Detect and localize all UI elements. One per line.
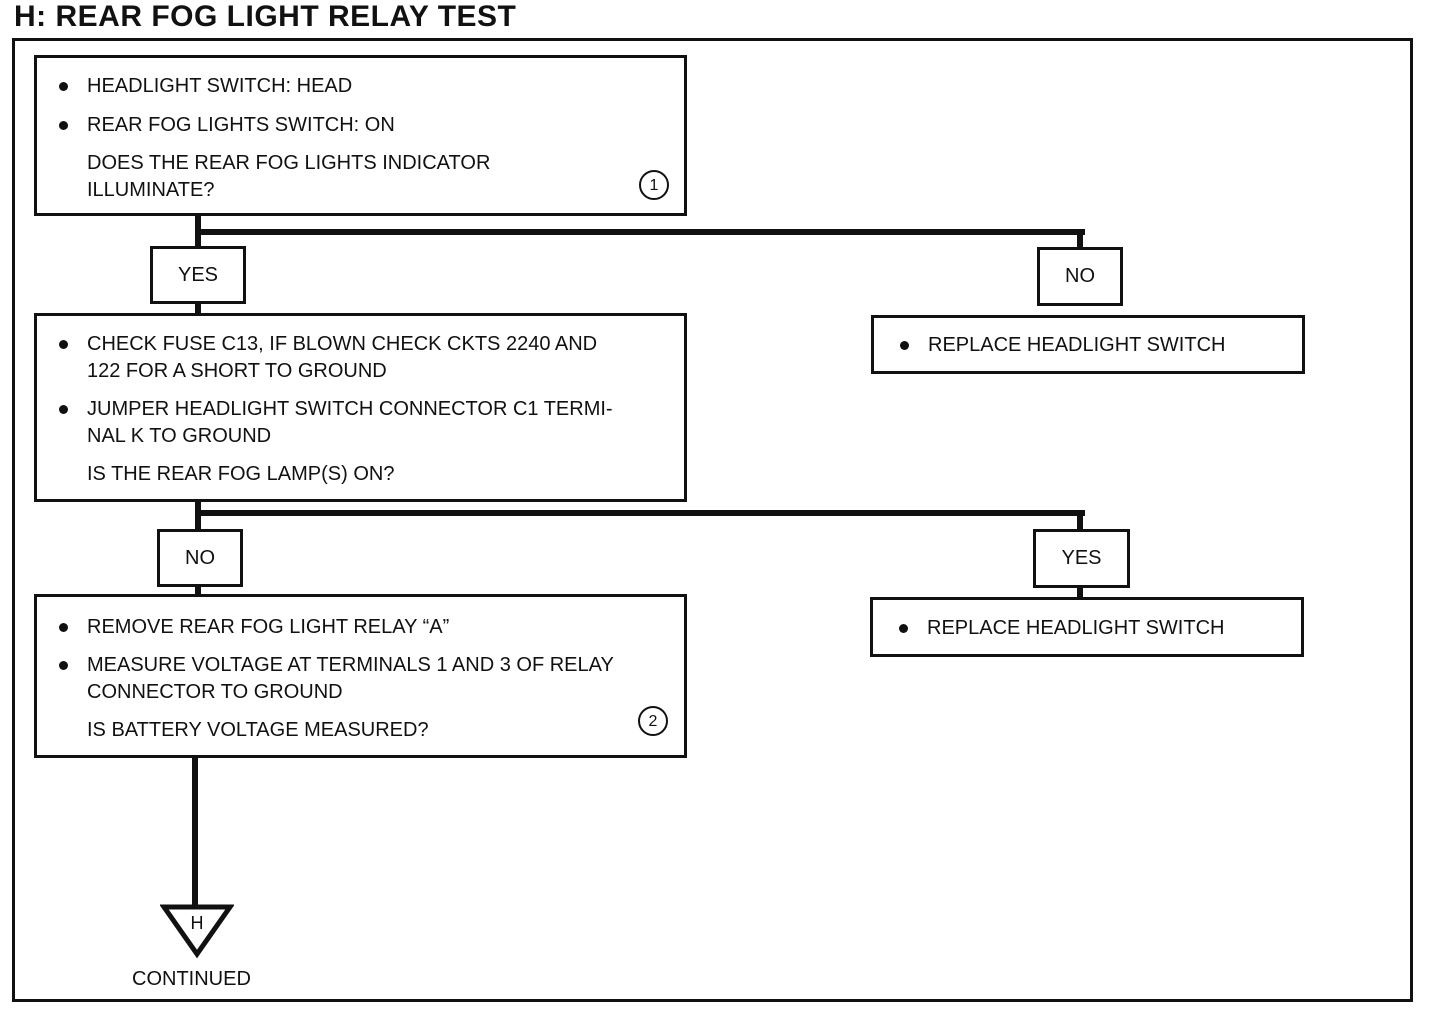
connector-line — [195, 229, 1085, 235]
diagram-frame — [12, 38, 1413, 1002]
step2-yes-action-text: REPLACE HEADLIGHT SWITCH — [899, 615, 1283, 642]
continuation-symbol: H — [191, 913, 204, 933]
connector-line — [195, 302, 201, 316]
connector-line — [195, 583, 201, 597]
step2-bullet-2-line2: NAL K TO GROUND — [87, 425, 272, 447]
step2-bullet-1-line1: CHECK FUSE C13, IF BLOWN CHECK CKTS 2240… — [59, 331, 666, 358]
step3-bullet-2-line2: CONNECTOR TO GROUND — [87, 681, 343, 703]
connector-line — [195, 510, 1085, 516]
step1-question-line1: DOES THE REAR FOG LIGHTS INDICATOR — [87, 152, 491, 174]
step2-yes-action-box: REPLACE HEADLIGHT SWITCH — [870, 597, 1304, 657]
step2-question: IS THE REAR FOG LAMP(S) ON? — [87, 463, 395, 485]
connector-line — [195, 500, 201, 532]
step3-bullet-2-line1: MEASURE VOLTAGE AT TERMINALS 1 AND 3 OF … — [59, 652, 666, 679]
step1-bullet-1: HEADLIGHT SWITCH: HEAD — [59, 73, 666, 100]
branch1-no-label: NO — [1037, 247, 1123, 306]
step1-ref-circle: 1 — [639, 170, 669, 200]
step3-ref-circle: 2 — [638, 706, 668, 736]
step3-box: REMOVE REAR FOG LIGHT RELAY “A” MEASURE … — [34, 594, 687, 758]
step1-bullet-2: REAR FOG LIGHTS SWITCH: ON — [59, 112, 666, 139]
step1-no-action-box: REPLACE HEADLIGHT SWITCH — [871, 315, 1305, 374]
step2-bullet-2-line1: JUMPER HEADLIGHT SWITCH CONNECTOR C1 TER… — [59, 396, 666, 423]
continued-label: CONTINUED — [132, 968, 251, 990]
branch2-yes-label: YES — [1033, 529, 1130, 588]
connector-line — [1077, 510, 1083, 532]
connector-line — [1077, 585, 1083, 600]
connector-line — [1077, 229, 1083, 249]
branch1-yes-label: YES — [150, 246, 246, 304]
continuation-triangle-icon: H — [160, 904, 234, 959]
step1-question-line2: ILLUMINATE? — [87, 179, 215, 201]
step1-box: HEADLIGHT SWITCH: HEAD REAR FOG LIGHTS S… — [34, 55, 687, 216]
step2-box: CHECK FUSE C13, IF BLOWN CHECK CKTS 2240… — [34, 313, 687, 502]
branch2-no-label: NO — [157, 529, 243, 587]
step3-question: IS BATTERY VOLTAGE MEASURED? — [87, 719, 429, 741]
page-title: H: REAR FOG LIGHT RELAY TEST — [14, 0, 517, 33]
step2-bullet-1-line2: 122 FOR A SHORT TO GROUND — [87, 360, 387, 382]
connector-line — [192, 756, 198, 906]
step3-bullet-1: REMOVE REAR FOG LIGHT RELAY “A” — [59, 614, 666, 641]
step1-no-action-text: REPLACE HEADLIGHT SWITCH — [900, 332, 1284, 359]
